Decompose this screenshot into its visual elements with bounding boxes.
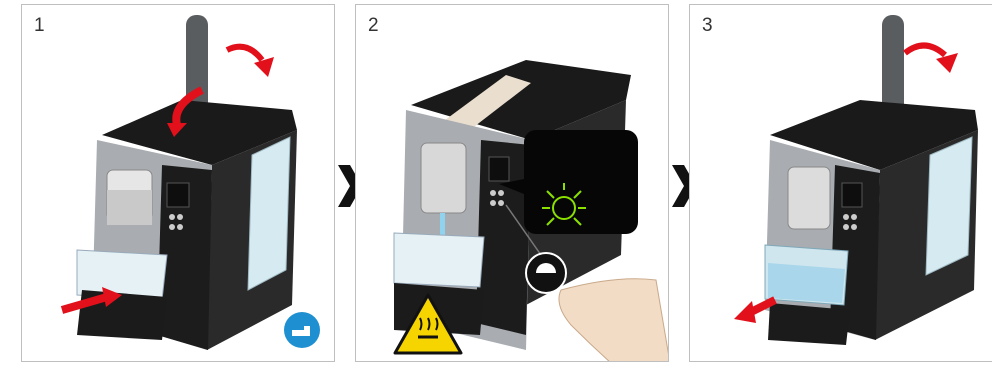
arrow-head bbox=[936, 53, 958, 73]
capsule-holder bbox=[107, 190, 152, 225]
drip-tray bbox=[394, 233, 484, 287]
display bbox=[842, 183, 862, 207]
step-2-panel: 2 bbox=[355, 4, 669, 362]
button-dot bbox=[851, 214, 857, 220]
display bbox=[489, 157, 509, 181]
brew-head bbox=[421, 143, 466, 213]
water-tank bbox=[248, 137, 290, 290]
button-dot bbox=[498, 190, 504, 196]
button-dot bbox=[490, 190, 496, 196]
arrow-head bbox=[734, 301, 756, 323]
display bbox=[167, 183, 189, 207]
step-3-panel: 3 bbox=[689, 4, 992, 362]
button-dot bbox=[177, 224, 183, 230]
tray-base bbox=[77, 290, 167, 340]
button-dot bbox=[498, 200, 504, 206]
step-1-illustration bbox=[22, 5, 335, 362]
button-dot bbox=[843, 214, 849, 220]
lever-rotate-arrow bbox=[905, 45, 945, 55]
button-dot bbox=[851, 224, 857, 230]
button-dot bbox=[490, 200, 496, 206]
step-2-illustration bbox=[356, 5, 669, 362]
pressing-hand bbox=[559, 279, 669, 362]
tray-water bbox=[768, 263, 845, 303]
button-dot bbox=[169, 224, 175, 230]
button-dot bbox=[177, 214, 183, 220]
water-tank bbox=[926, 137, 972, 275]
button-dot bbox=[843, 224, 849, 230]
step-3-illustration bbox=[690, 5, 992, 362]
arrow-head bbox=[254, 57, 274, 77]
lever-rotate-arrow bbox=[227, 47, 262, 60]
brew-head bbox=[788, 167, 830, 229]
button-dot bbox=[169, 214, 175, 220]
tray-base bbox=[768, 303, 850, 345]
step-1-panel: 1 bbox=[21, 4, 335, 362]
